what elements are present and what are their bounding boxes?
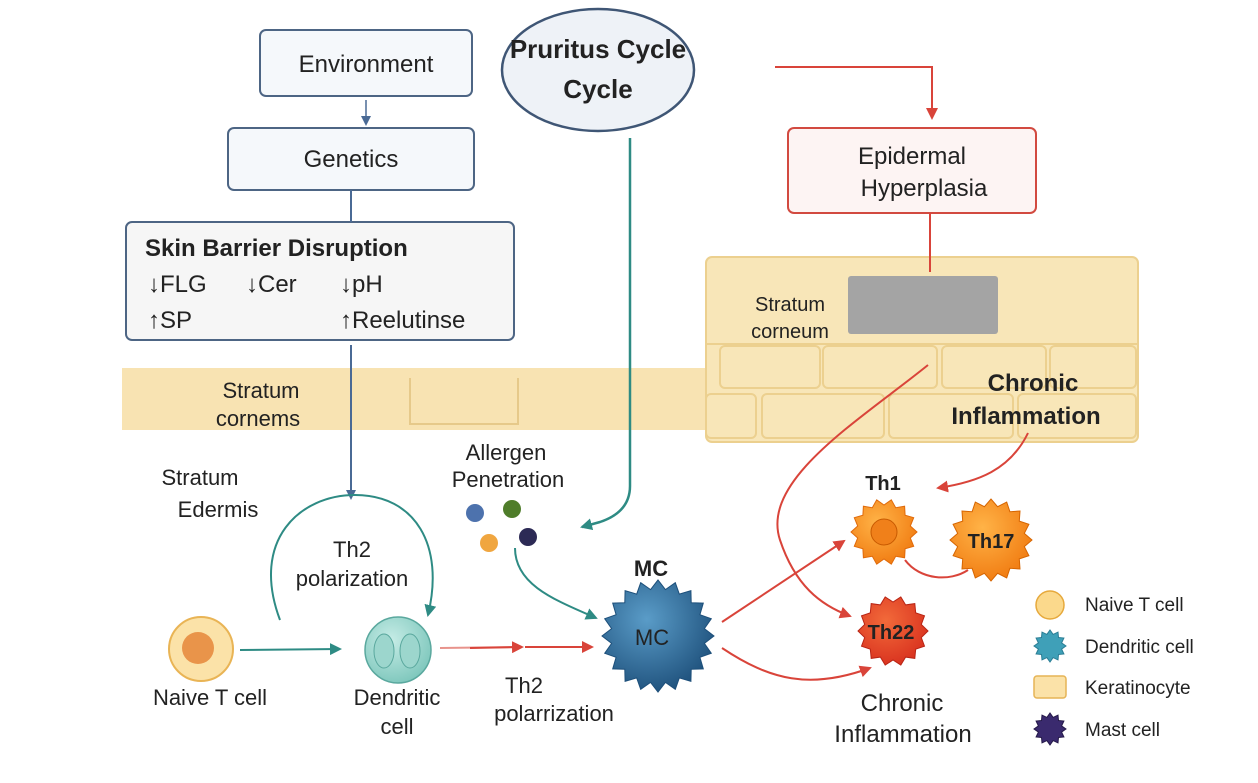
skin-barrier-title: Skin Barrier Disruption <box>145 235 408 262</box>
chronic-bottom-line2: Inflammation <box>834 721 971 748</box>
naive-t-cell-icon <box>1035 590 1065 620</box>
chronic-top-line2: Inflammation <box>951 403 1100 430</box>
legend-keratinocyte: Keratinocyte <box>1085 678 1191 699</box>
mc-center-label: MC <box>635 625 669 650</box>
hyperplasia-line1: Epidermal <box>858 143 966 170</box>
th17-cell <box>949 498 1033 582</box>
th2-bottom-line1: Th2 <box>505 673 543 698</box>
th1-label: Th1 <box>865 473 901 495</box>
mast-cell-mc <box>601 579 715 693</box>
legend-mast: Mast cell <box>1085 720 1160 741</box>
dendritic-th2-arrow <box>469 641 524 654</box>
allergen-mc-arrow <box>514 547 598 620</box>
allergen-dot-blue <box>466 504 484 522</box>
barrier-flg: ↓FLG <box>148 271 207 298</box>
mc-th1-arrow <box>721 539 846 623</box>
stratum-right-line1: Stratum <box>755 294 825 316</box>
th2-loop-line1: Th2 <box>333 537 371 562</box>
edermis-line2: Edermis <box>178 497 259 522</box>
dendritic-cell-icon <box>1033 629 1067 663</box>
barrier-cer: ↓Cer <box>246 271 297 298</box>
allergen-line1: Allergen <box>466 440 547 465</box>
edermis-line1: Stratum <box>161 465 238 490</box>
keratinocyte-outline <box>409 378 519 425</box>
inflammation-th22-arrow <box>776 364 929 619</box>
dendritic-line2: cell <box>380 714 413 739</box>
barrier-ph: ↓pH <box>340 271 383 298</box>
mc-top-label: MC <box>634 556 668 581</box>
th22-label: Th22 <box>868 622 915 644</box>
naive-dendritic-arrow <box>239 643 342 656</box>
skin-barrier-box <box>125 221 515 341</box>
th17-label: Th17 <box>968 531 1015 553</box>
allergen-dot-orange <box>480 534 498 552</box>
th2-bottom-line2: polarrization <box>494 701 614 726</box>
chronic-bottom-line1: Chronic <box>861 690 944 717</box>
environment-box <box>259 29 473 97</box>
stratum-block-right <box>705 256 1139 443</box>
th2-loop-line2: polarization <box>296 566 409 591</box>
stratum-left-line2: cornems <box>216 406 300 431</box>
mc-inflammation-arrow <box>721 647 872 681</box>
th22-cell <box>857 596 929 666</box>
pruritus-title: Pruritus Cycle <box>510 34 686 64</box>
barrier-other: ↑Reelutinse <box>340 307 465 334</box>
dendritic-line1: Dendritic <box>354 685 441 710</box>
pruritus-hyperplasia-arrow <box>775 66 938 120</box>
naive-label: Naive T cell <box>153 685 267 710</box>
genetics-label: Genetics <box>304 146 399 173</box>
dendritic-cell <box>364 616 432 684</box>
allergen-dot-green <box>503 500 521 518</box>
hyperplasia-box <box>787 127 1037 214</box>
legend-naive: Naive T cell <box>1085 595 1184 616</box>
environment-label: Environment <box>299 51 434 78</box>
stratum-left-line1: Stratum <box>222 378 299 403</box>
hyperplasia-line2: Hyperplasia <box>861 175 988 202</box>
stratum-band-left <box>122 368 708 430</box>
legend-dendritic: Dendritic cell <box>1085 637 1194 658</box>
th2-polarization-loop <box>270 493 437 621</box>
mast-cell-icon <box>1033 712 1067 746</box>
stratum-right-line2: corneum <box>751 321 829 343</box>
chronic-top-line1: Chronic <box>988 370 1079 397</box>
pruritus-ellipse <box>500 7 696 133</box>
keratinocyte-icon <box>1033 675 1067 699</box>
naive-t-cell <box>168 616 234 682</box>
barrier-sp: ↑SP <box>148 307 192 334</box>
allergen-line2: Penetration <box>452 467 565 492</box>
allergen-dot-navy <box>519 528 537 546</box>
pruritus-title-line2: Cycle <box>563 74 632 104</box>
th1-cell <box>850 499 918 565</box>
th1-th17-link <box>904 559 969 579</box>
gray-placeholder <box>848 276 998 334</box>
pruritus-allergen-arrow <box>580 138 632 531</box>
inflammation-th1-arrow <box>936 432 1029 493</box>
